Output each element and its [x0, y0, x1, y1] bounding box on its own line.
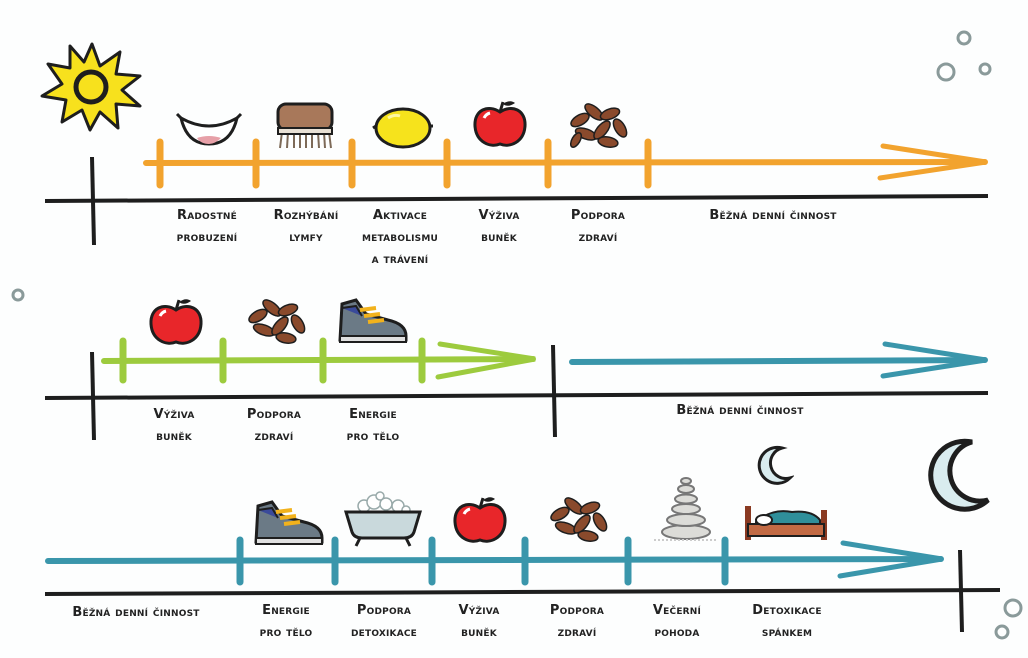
bathtub-icon — [343, 491, 423, 547]
moon-small-icon — [757, 445, 794, 485]
apple-icon-row2 — [149, 299, 203, 345]
moon-icon — [928, 438, 990, 512]
row2-arrow — [101, 337, 536, 384]
row1-arrow — [143, 138, 988, 189]
brush-icon — [276, 102, 334, 149]
row1-label-5: Podpora zdraví — [570, 208, 626, 245]
bubbles-decoration — [11, 30, 1023, 640]
row2-axis — [44, 344, 989, 441]
sneaker-icon-row2 — [338, 298, 408, 343]
bed-icon — [745, 506, 827, 540]
sneaker-icon-row3 — [254, 500, 324, 545]
sun-icon — [40, 42, 142, 132]
smile-icon — [175, 112, 243, 146]
row2-tail-label: Běžná denní činnost — [676, 403, 804, 418]
row2-label-2: Podpora zdraví — [246, 407, 302, 444]
row2-label-1: Výživa buněk — [153, 407, 195, 444]
herbs-icon-row2 — [248, 299, 306, 344]
row3-label-3: Výživa buněk — [458, 603, 500, 640]
row2-label-3: Energie pro tělo — [346, 407, 400, 444]
row3-arrow — [45, 536, 944, 586]
row3-label-6: Detoxikace spánkem — [752, 603, 822, 640]
row2-tail-arrow — [569, 341, 988, 379]
herbs-icon — [569, 103, 628, 148]
herbs-icon-row3 — [550, 497, 608, 542]
row3-label-5: Večerní pohoda — [652, 603, 702, 640]
row1-label-2: Rozhýbání lymfy — [273, 208, 339, 245]
row3-label-4: Podpora zdraví — [549, 603, 605, 640]
row1-tail-label: Běžná denní činnost — [709, 208, 837, 223]
row1-label-1: Radostné probuzení — [176, 208, 238, 245]
apple-icon — [473, 101, 527, 147]
row3-head-label: Běžná denní činnost — [72, 605, 200, 620]
apple-icon-row3 — [453, 497, 507, 543]
row3-axis — [44, 549, 1001, 633]
lemon-icon — [372, 107, 433, 149]
row3-label-2: Podpora detoxikace — [350, 603, 418, 640]
row1-axis — [44, 156, 989, 246]
row1-label-4: Výživa buněk — [478, 208, 520, 245]
row3-label-1: Energie pro tělo — [259, 603, 313, 640]
stones-icon — [654, 477, 718, 541]
row1-label-3: Aktivace metabolismu a trávení — [361, 208, 439, 267]
